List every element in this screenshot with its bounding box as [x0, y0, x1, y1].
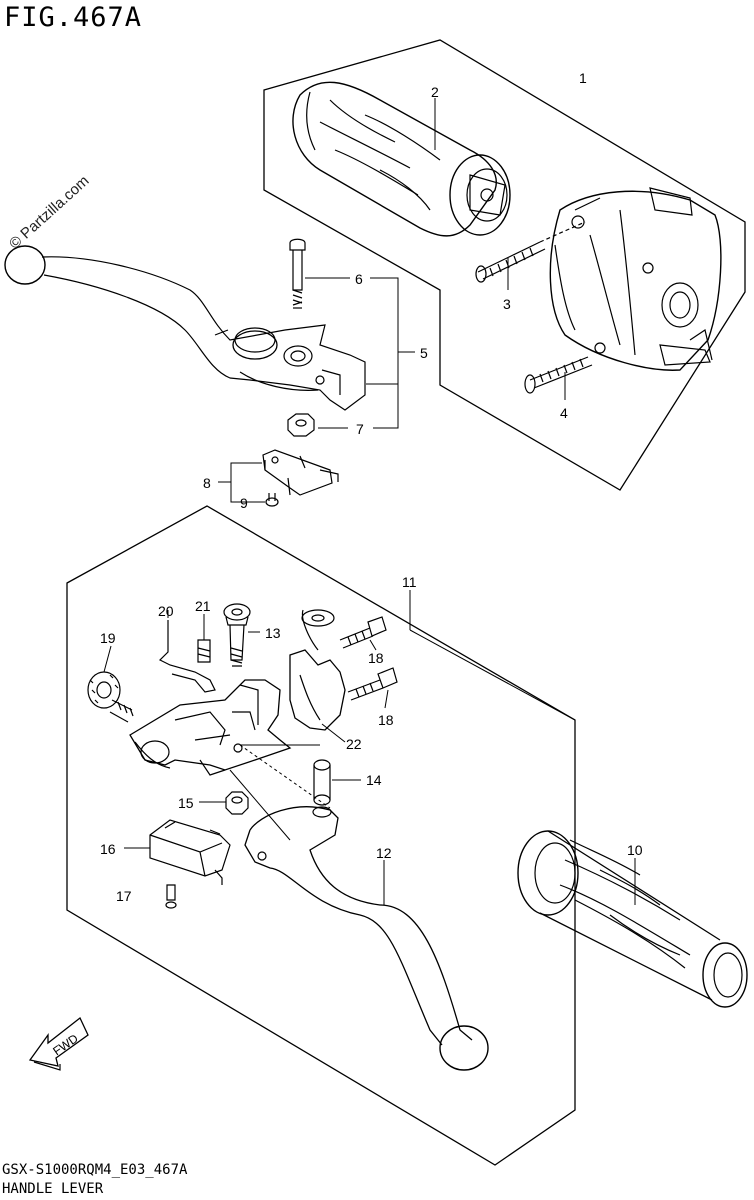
collar-part-14 — [313, 759, 331, 806]
nut-part-15 — [225, 791, 249, 815]
screw-part-21 — [197, 639, 211, 663]
switch-part-8 — [262, 449, 339, 496]
callout-13: 13 — [265, 625, 281, 641]
switch-part-16 — [149, 819, 231, 885]
callout-19: 19 — [100, 630, 116, 646]
callout-16: 16 — [100, 841, 116, 857]
callout-18a: 18 — [368, 650, 384, 666]
nut-part-7 — [287, 413, 315, 437]
clamp-part-22 — [289, 609, 346, 731]
callout-21: 21 — [195, 598, 211, 614]
screw-part-4 — [524, 356, 593, 394]
clutch-lever-part-12 — [244, 806, 489, 1071]
callout-10: 10 — [627, 842, 643, 858]
leader-lines-upper — [218, 98, 566, 503]
leader-lines-lower — [103, 590, 636, 905]
adjuster-part-19 — [87, 671, 134, 723]
footer-name: HANDLE LEVER — [2, 1181, 104, 1197]
callout-14: 14 — [366, 772, 382, 788]
bolt-part-6 — [289, 238, 306, 309]
bracket-part-20 — [158, 620, 216, 693]
callout-9: 9 — [240, 495, 248, 511]
group-box-11 — [66, 505, 576, 1166]
switch-housing — [549, 187, 722, 371]
callout-18b: 18 — [378, 712, 394, 728]
callout-7: 7 — [356, 421, 364, 437]
callout-5: 5 — [420, 345, 428, 361]
callout-3: 3 — [503, 296, 511, 312]
figure-title: FIG.467A — [4, 2, 143, 33]
brake-lever-upper — [4, 245, 366, 411]
callout-22: 22 — [346, 736, 362, 752]
callout-8: 8 — [203, 475, 211, 491]
grip-part-10 — [517, 830, 748, 1008]
callout-15: 15 — [178, 795, 194, 811]
grip-part-2 — [292, 81, 511, 237]
callout-17: 17 — [116, 888, 132, 904]
screw-part-17 — [165, 884, 177, 909]
clutch-bracket — [129, 679, 292, 776]
callout-11: 11 — [402, 574, 417, 590]
callout-4: 4 — [560, 405, 568, 421]
bolt-part-18b — [347, 667, 398, 701]
forward-arrow-icon: FWD — [28, 1016, 89, 1071]
callout-20: 20 — [158, 603, 174, 619]
callout-2: 2 — [431, 84, 439, 100]
footer-code: GSX-S1000RQM4_E03_467A — [2, 1162, 188, 1178]
callout-6: 6 — [355, 271, 363, 287]
callout-12: 12 — [376, 845, 392, 861]
screw-part-9 — [265, 493, 279, 507]
callout-1: 1 — [579, 70, 587, 86]
bolt-part-13 — [223, 603, 251, 667]
group-box-1 — [263, 39, 746, 491]
bolt-part-18a — [339, 616, 387, 649]
